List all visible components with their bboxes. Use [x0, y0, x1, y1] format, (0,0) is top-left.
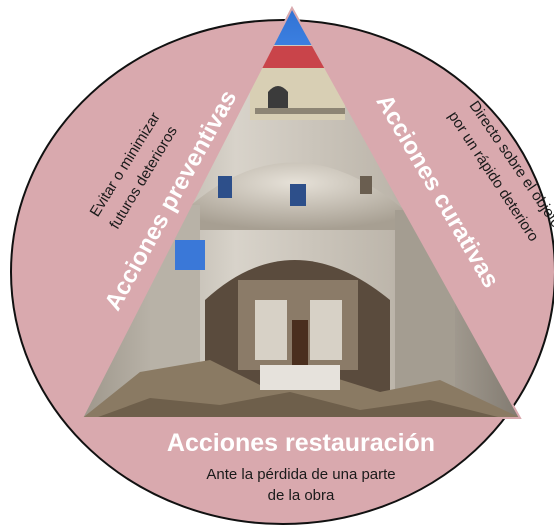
restoration-description-line1: Ante la pérdida de una parte [206, 466, 395, 483]
triangle-outline [80, 5, 522, 419]
restoration-description-line2: de la obra [268, 487, 335, 504]
restoration-title: Acciones restauración [167, 429, 435, 457]
